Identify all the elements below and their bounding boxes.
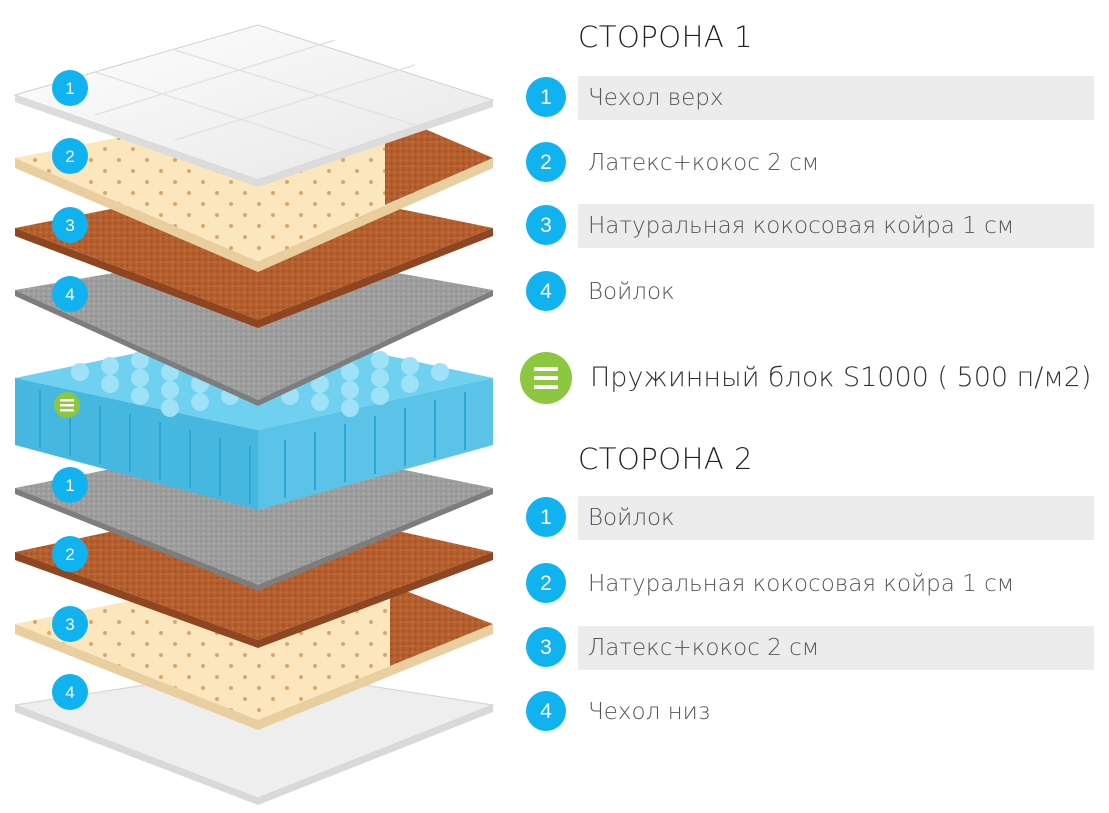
svg-text:2: 2 xyxy=(65,147,74,166)
svg-text:2: 2 xyxy=(65,545,74,564)
side1-layer-3: 3 Натуральная кокосовая койра 1 см xyxy=(526,204,1094,248)
number-badge: 3 xyxy=(526,627,566,667)
side1-layer-1: 1 Чехол верх xyxy=(526,76,1094,120)
svg-text:3: 3 xyxy=(65,615,74,634)
layer-label: Войлок xyxy=(588,505,675,531)
spring-block-icon xyxy=(54,392,80,418)
layer-label: Латекс+кокос 2 см xyxy=(588,635,820,661)
badge-side2-1: 1 xyxy=(52,467,88,503)
side1-title: СТОРОНА 1 xyxy=(578,20,753,54)
number-badge: 1 xyxy=(526,497,566,537)
side2-layer-1: 1 Войлок xyxy=(526,496,1094,540)
badge-side1-2: 2 xyxy=(52,138,88,174)
row-background xyxy=(578,204,1094,248)
layer-cover-top xyxy=(13,24,495,187)
svg-text:1: 1 xyxy=(65,79,74,98)
spring-block-row: Пружинный блок S1000 ( 500 п/м2) xyxy=(520,352,1091,404)
row-background xyxy=(578,626,1094,670)
row-background xyxy=(578,76,1094,120)
badge-side2-4: 4 xyxy=(52,674,88,710)
number-badge: 4 xyxy=(526,271,566,311)
number-badge: 3 xyxy=(526,205,566,245)
side2-layer-4: 4 Чехол низ xyxy=(526,690,1094,734)
badge-side1-1: 1 xyxy=(52,70,88,106)
svg-text:1: 1 xyxy=(65,476,74,495)
layer-latex-top xyxy=(15,110,493,272)
side2-layer-3: 3 Латекс+кокос 2 см xyxy=(526,626,1094,670)
spring-block-label: Пружинный блок S1000 ( 500 п/м2) xyxy=(590,362,1092,393)
number-badge: 1 xyxy=(526,77,566,117)
layer-label: Чехол низ xyxy=(588,699,711,725)
number-badge: 2 xyxy=(526,142,566,182)
layer-label: Чехол верх xyxy=(588,85,724,111)
layer-label: Натуральная кокосовая койра 1 см xyxy=(588,571,1015,597)
svg-text:4: 4 xyxy=(65,285,74,304)
badge-side2-3: 3 xyxy=(52,606,88,642)
side1-layer-2: 2 Латекс+кокос 2 см xyxy=(526,141,1094,185)
badge-side1-3: 3 xyxy=(52,207,88,243)
mattress-layers-illustration: 1 2 3 4 1 2 3 4 xyxy=(13,24,495,805)
number-badge: 4 xyxy=(526,691,566,731)
side1-layer-4: 4 Войлок xyxy=(526,270,1094,314)
side2-layer-2: 2 Натуральная кокосовая койра 1 см xyxy=(526,562,1094,606)
layer-label: Латекс+кокос 2 см xyxy=(588,150,820,176)
number-badge: 2 xyxy=(526,563,566,603)
badge-side1-4: 4 xyxy=(52,276,88,312)
layer-label: Войлок xyxy=(588,279,675,305)
layer-latex-bottom xyxy=(15,575,493,730)
side2-title: СТОРОНА 2 xyxy=(578,442,753,476)
svg-text:3: 3 xyxy=(65,216,74,235)
spring-block-icon xyxy=(520,352,572,404)
illustration-badges: 1 2 3 4 1 2 3 4 xyxy=(52,70,88,710)
row-background xyxy=(578,496,1094,540)
badge-side2-2: 2 xyxy=(52,536,88,572)
layer-label: Натуральная кокосовая койра 1 см xyxy=(588,213,1015,239)
svg-text:4: 4 xyxy=(65,683,74,702)
